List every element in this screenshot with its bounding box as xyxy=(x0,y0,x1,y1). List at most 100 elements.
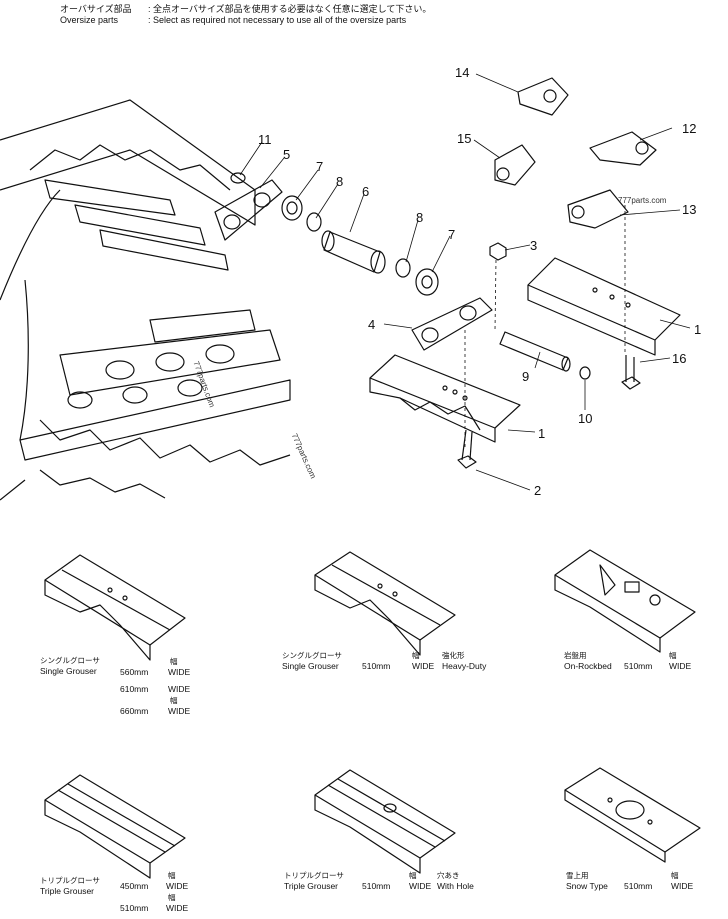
spacer-part xyxy=(579,366,591,380)
width-en: WIDE xyxy=(168,684,191,694)
track-link-part xyxy=(411,297,493,351)
width-en: WIDE xyxy=(671,881,694,891)
shoe-bolt-part xyxy=(457,429,477,469)
caption-triple-hole: トリプルグローサ 幅 穴あき Triple Grouser 510mm WIDE With… xyxy=(284,870,474,892)
seal-part xyxy=(415,268,439,296)
note-text-en: : Select as required not necessary to us… xyxy=(148,15,407,25)
note-key-en: Oversize parts xyxy=(60,15,119,25)
width-en: WIDE xyxy=(409,881,432,891)
callout-14: 14 xyxy=(455,65,470,80)
shoe-variant-triple-hole xyxy=(314,769,456,874)
width-en: WIDE xyxy=(669,661,692,671)
caption-jp: 雪上用 xyxy=(566,871,589,880)
heavy-en: Heavy-Duty xyxy=(442,661,487,671)
caption-en: Single Grouser xyxy=(282,661,339,671)
callout-8: 8 xyxy=(336,174,344,189)
caption-en: Triple Grouser xyxy=(284,881,339,891)
track-assembly-illustration xyxy=(0,99,291,501)
note-key-jp: オーバサイズ部品 xyxy=(60,4,132,14)
width-en: WIDE xyxy=(166,903,189,913)
callout-8b: 8 xyxy=(416,210,424,225)
callout-2: 2 xyxy=(534,483,542,498)
caption-en: Triple Grouser xyxy=(40,886,95,896)
width-en: WIDE xyxy=(166,881,189,891)
master-link-part xyxy=(517,77,569,116)
width-en: WIDE xyxy=(168,667,191,677)
width-size: 510mm xyxy=(624,661,653,671)
caption-jp: シングルグローサ xyxy=(282,651,342,660)
master-link-part xyxy=(589,131,657,166)
bushing-part xyxy=(321,230,386,274)
width-size: 510mm xyxy=(120,903,149,913)
width-en: WIDE xyxy=(412,661,435,671)
shoe-variant-rockbed xyxy=(554,549,696,653)
shoe-variant-single-heavy xyxy=(314,551,456,656)
width-jp: 幅 xyxy=(168,893,176,902)
callout-7: 7 xyxy=(316,159,324,174)
callout-1b: 1 xyxy=(538,426,546,441)
caption-jp: トリプルグローサ xyxy=(40,876,100,885)
caption-jp: シングルグローサ xyxy=(40,656,100,665)
seal-part xyxy=(281,195,303,221)
callout-4: 4 xyxy=(368,317,376,332)
callout-12: 12 xyxy=(682,121,697,136)
master-pin-part xyxy=(499,331,571,372)
hole-en: With Hole xyxy=(437,881,474,891)
hole-jp: 穴あき xyxy=(437,871,460,880)
leader-lines xyxy=(239,73,691,491)
width-size: 610mm xyxy=(120,684,149,694)
caption-en: On-Rockbed xyxy=(564,661,612,671)
callout-10: 10 xyxy=(578,411,593,426)
caption-snow: 雪上用 幅 Snow Type 510mm WIDE xyxy=(566,870,693,892)
width-jp: 幅 xyxy=(170,696,178,705)
watermark: 777parts.com xyxy=(618,196,667,205)
track-shoe-part xyxy=(527,257,681,356)
shoe-variant-single-grouser xyxy=(44,554,186,661)
shoe-bolt-part xyxy=(621,355,641,390)
width-size: 560mm xyxy=(120,667,149,677)
ring-part xyxy=(395,258,411,278)
width-jp: 幅 xyxy=(168,871,176,880)
caption-jp: 岩盤用 xyxy=(564,651,587,660)
width-jp: 幅 xyxy=(412,651,420,660)
callout-9: 9 xyxy=(522,369,530,384)
width-size: 510mm xyxy=(362,881,391,891)
master-link-part xyxy=(567,189,629,229)
caption-en: Snow Type xyxy=(566,881,608,891)
callout-16: 16 xyxy=(672,351,687,366)
heavy-jp: 強化形 xyxy=(442,651,465,660)
width-size: 510mm xyxy=(362,661,391,671)
oversize-note: オーバサイズ部品 : 全点オーバサイズ部品を使用する必要はなく任意に選定して下さい… xyxy=(60,4,431,26)
caption-rockbed: 岩盤用 幅 On-Rockbed 510mm WIDE xyxy=(564,650,691,672)
caption-triple-grouser: トリプルグローサ Triple Grouser xyxy=(40,875,100,897)
width-jp: 幅 xyxy=(409,871,417,880)
caption-en: Single Grouser xyxy=(40,666,97,676)
width-jp: 幅 xyxy=(669,651,677,660)
width-jp: 幅 xyxy=(671,871,679,880)
caption-single-grouser: シングルグローサ Single Grouser xyxy=(40,655,100,677)
ring-part xyxy=(306,212,322,232)
shoe-variant-snow xyxy=(564,767,701,863)
track-link-part xyxy=(214,179,283,241)
caption-jp: トリプルグローサ xyxy=(284,871,344,880)
nut-part xyxy=(489,242,507,261)
pin-part xyxy=(230,172,246,184)
callout-3: 3 xyxy=(530,238,538,253)
callout-13: 13 xyxy=(682,202,697,217)
callout-1a: 1 xyxy=(694,322,702,337)
callout-11: 11 xyxy=(258,132,272,147)
width-size: 450mm xyxy=(120,881,149,891)
width-size: 660mm xyxy=(120,706,149,716)
caption-single-heavy: シングルグローサ 幅 強化形 Single Grouser 510mm WIDE Heav… xyxy=(282,650,486,672)
note-text-jp: : 全点オーバサイズ部品を使用する必要はなく任意に選定して下さい。 xyxy=(148,4,432,14)
track-shoe-part xyxy=(369,354,521,443)
width-jp: 幅 xyxy=(170,657,178,666)
callout-5: 5 xyxy=(283,147,291,162)
width-size: 510mm xyxy=(624,881,653,891)
width-en: WIDE xyxy=(168,706,191,716)
master-link-part xyxy=(494,144,536,186)
callout-7b: 7 xyxy=(448,227,456,242)
